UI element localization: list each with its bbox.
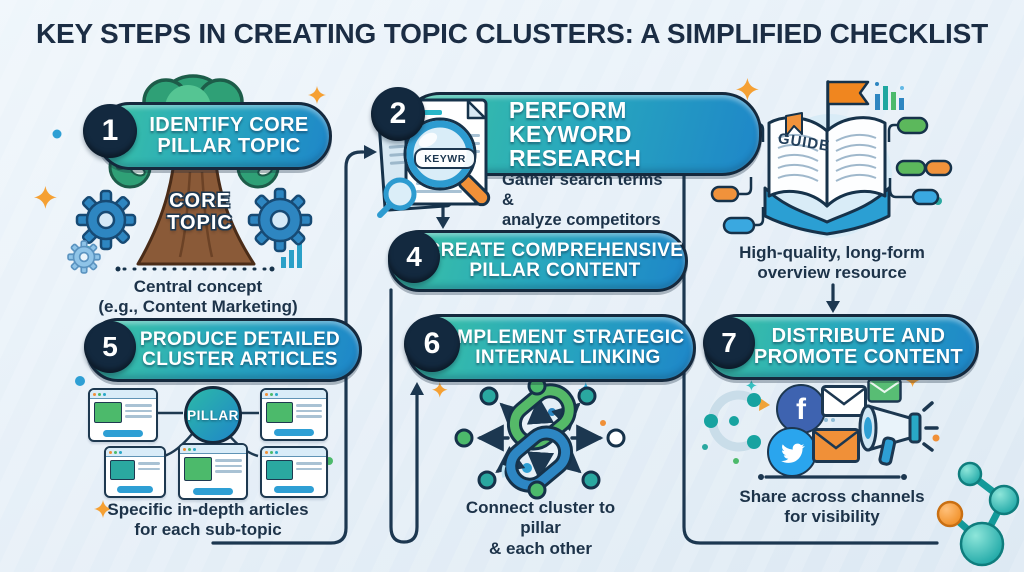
card-button — [192, 488, 234, 495]
step-2-label-line: PERFORM — [509, 96, 627, 123]
step-6-pill: IMPLEMENT STRATEGIC INTERNAL LINKING — [406, 314, 696, 382]
twitter-bird — [781, 443, 805, 463]
tree-core-topic-label: CORE TOPIC — [167, 190, 233, 234]
step-7-badge: 7 — [703, 317, 755, 369]
chain-links — [501, 383, 577, 493]
cluster-article-card — [260, 446, 328, 498]
facebook-icon: f — [776, 384, 826, 434]
step-2-label-line: RESEARCH — [509, 145, 642, 172]
step-2-caption: Gather search terms & analyze competitor… — [502, 171, 663, 229]
card-image — [266, 460, 294, 480]
share-icon — [704, 390, 770, 452]
card-image — [94, 402, 123, 424]
step-1-caption: Central concept (e.g., Content Marketing… — [98, 277, 298, 317]
pillar-label: PILLAR — [187, 407, 239, 423]
step-6-label-line: IMPLEMENT STRATEGIC — [451, 327, 685, 349]
card-titlebar — [90, 390, 156, 399]
open-book-icon — [705, 80, 953, 238]
molecule-decoration — [936, 461, 1020, 567]
step-6-badge: 6 — [404, 316, 460, 372]
card-button — [117, 486, 153, 493]
step-1-number: 1 — [101, 114, 119, 147]
book-caption: High-quality, long-form overview resourc… — [739, 243, 925, 283]
step-2-number: 2 — [389, 97, 407, 130]
step-7-caption: Share across channels for visibility — [739, 487, 925, 527]
lens-keyword-label: KEYWR — [414, 148, 476, 169]
step-7-label-line: PROMOTE CONTENT — [753, 346, 964, 368]
card-titlebar — [262, 448, 326, 457]
step-7-pill: DISTRIBUTE AND PROMOTE CONTENT — [704, 314, 979, 380]
envelope-icon — [821, 385, 867, 417]
pillar-hub: PILLAR — [184, 386, 242, 444]
step-1-label-line: PILLAR TOPIC — [157, 135, 301, 157]
cluster-article-card — [178, 443, 248, 500]
step-6-label-line: INTERNAL LINKING — [475, 347, 661, 368]
step-1-pill: IDENTIFY CORE PILLAR TOPIC — [96, 102, 332, 170]
step-5-label-line: CLUSTER ARTICLES — [142, 349, 338, 370]
step-5-label-line: PRODUCE DETAILED — [139, 329, 341, 351]
mini-bar-chart — [875, 82, 904, 110]
step-6-caption: Connect cluster to pillar & each other — [465, 498, 616, 558]
step-1-badge: 1 — [83, 104, 137, 158]
card-image — [110, 460, 135, 480]
card-button — [102, 430, 144, 437]
megaphone-icon — [858, 401, 940, 466]
twitter-icon — [767, 427, 817, 477]
card-titlebar — [180, 445, 246, 454]
step-7-number: 7 — [721, 327, 737, 358]
card-image — [184, 457, 213, 481]
card-image — [266, 402, 294, 423]
card-button — [274, 486, 314, 493]
mindmap-nodes — [705, 115, 953, 235]
step-4-label-line: PILLAR CONTENT — [469, 260, 641, 281]
bookmark-icon — [785, 112, 803, 137]
step-2-label-line: KEYWORD — [509, 120, 632, 147]
chain-link-icon — [454, 376, 626, 500]
step-5-pill: PRODUCE DETAILED CLUSTER ARTICLES — [86, 318, 362, 382]
envelope-icon — [812, 428, 860, 463]
gear-icon — [67, 187, 313, 274]
page-title: KEY STEPS IN CREATING TOPIC CLUSTERS: A … — [35, 18, 988, 49]
step-1-label-line: IDENTIFY CORE — [149, 114, 309, 136]
step-2-badge: 2 — [371, 87, 425, 141]
card-titlebar — [106, 448, 164, 457]
step-5-badge: 5 — [84, 321, 136, 373]
step-5-caption: Specific in-depth articles for each sub-… — [107, 500, 309, 540]
cluster-article-card — [104, 446, 166, 498]
step-4-number: 4 — [406, 241, 422, 272]
flag-icon — [826, 80, 870, 130]
card-titlebar — [262, 390, 326, 399]
step-6-number: 6 — [423, 327, 441, 360]
cluster-article-card — [260, 388, 328, 441]
step-5-number: 5 — [102, 331, 118, 362]
step-4-label-line: CREATE COMPREHENSIVE — [426, 240, 684, 262]
step-4-badge: 4 — [388, 231, 440, 283]
cluster-article-card — [88, 388, 158, 442]
step-7-label-line: DISTRIBUTE AND — [771, 325, 946, 347]
card-button — [274, 429, 314, 436]
